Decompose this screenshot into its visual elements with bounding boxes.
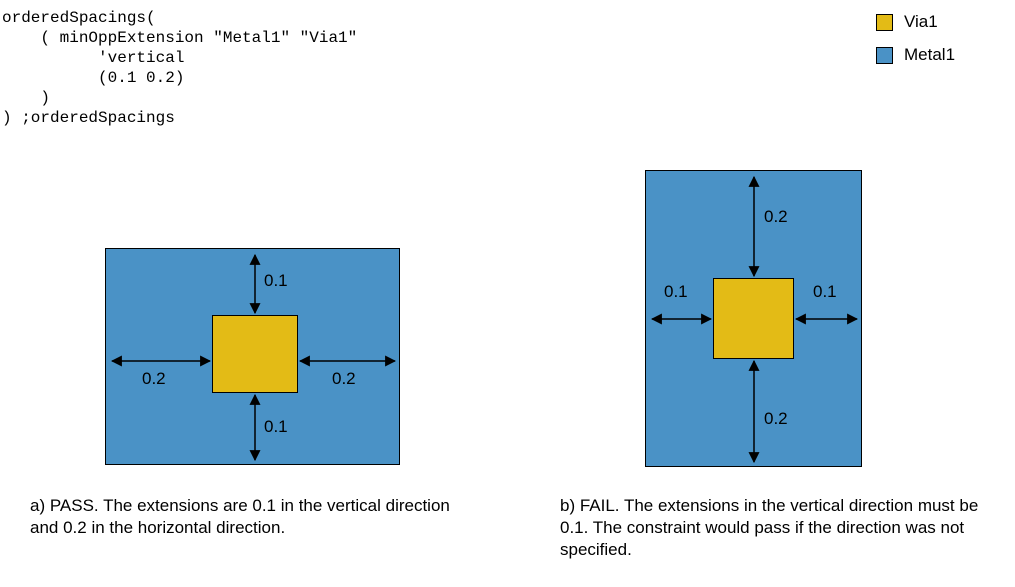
caption-fail: b) FAIL. The extensions in the vertical … [560,496,979,559]
code-line: orderedSpacings( [2,9,156,27]
code-block: orderedSpacings( ( minOppExtension "Meta… [2,8,357,128]
code-line: (0.1 0.2) [2,69,185,87]
measurement-label-bottom: 0.2 [764,409,788,428]
legend-item-via1: Via1 [876,12,955,32]
via1-color-swatch [876,13,893,31]
code-line: ) [2,89,51,107]
measurement-label-top: 0.2 [764,207,788,226]
measurement-label-top: 0.1 [264,271,288,290]
extension-arrows [110,253,397,462]
legend-label-via1: Via1 [904,12,938,31]
extension-arrows [650,175,859,464]
diagram-fail-metal1: 0.2 0.2 0.1 0.1 [645,170,862,467]
measurement-label-left: 0.2 [142,369,166,388]
measurement-label-bottom: 0.1 [264,417,288,436]
code-line: ) ;orderedSpacings [2,109,175,127]
code-line: 'vertical [2,49,185,67]
legend-item-metal1: Metal1 [876,45,955,65]
via1-square [713,278,794,359]
legend-label-metal1: Metal1 [904,45,956,64]
caption-pass: a) PASS. The extensions are 0.1 in the v… [30,496,450,537]
measurement-label-right: 0.1 [813,282,837,301]
legend: Via1 Metal1 [876,12,955,65]
via1-square [212,315,298,393]
diagram-pass-metal1: 0.1 0.1 0.2 0.2 [105,248,400,465]
code-line: ( minOppExtension "Metal1" "Via1" [2,29,358,47]
measurement-label-left: 0.1 [664,282,688,301]
metal1-color-swatch [876,46,893,64]
measurement-label-right: 0.2 [332,369,356,388]
